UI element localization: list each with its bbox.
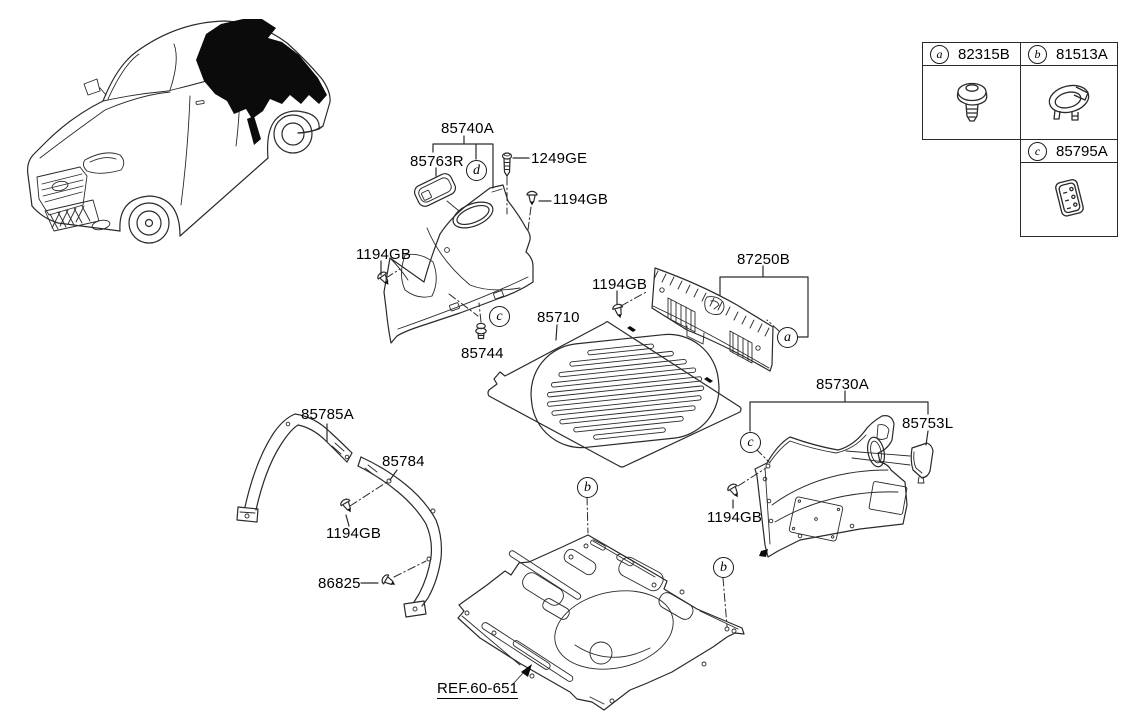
legend-part-82315B: 82315B [958,45,1010,63]
luggage-mat-85710 [487,321,742,468]
part-label-85785A: 85785A [301,406,354,423]
callout-b: b [713,557,734,578]
part-label-85744: 85744 [461,345,504,362]
clip-85744-icon [475,322,487,340]
clip-1194GB-icon [375,269,394,289]
callout-c: c [740,432,761,453]
part-label-1249GE: 1249GE [531,150,588,167]
part-label-1194GB: 1194GB [326,525,382,542]
clip-1194GB-icon [526,190,538,207]
part-label-1194GB: 1194GB [553,191,609,208]
part-label-85730A: 85730A [816,376,869,393]
legend-part-85795A: 85795A [1056,142,1108,160]
part-label-85740A: 85740A [441,120,494,137]
legend-letter-a: a [930,44,949,64]
part-label-85784: 85784 [382,453,425,470]
legend-cell-c: c 85795A [1020,139,1118,237]
ref-60-651-link[interactable]: REF.60-651 [437,680,519,699]
back-panel-trim-87250B [651,267,774,372]
part-label-85753L: 85753L [902,415,954,432]
trim-cover-85763R [413,173,460,212]
left-quarter-trim-85740A [383,184,534,344]
clip-1194GB-icon [611,302,626,321]
part-label-85763R: 85763R [410,153,464,170]
part-label-87250B: 87250B [737,251,790,268]
clip-1194GB-icon [338,496,356,516]
callout-a: a [777,327,798,348]
part-label-86825: 86825 [318,575,361,592]
screw-1249GE [501,152,513,177]
trunk-highlight [196,19,327,119]
car-illustration [26,19,331,244]
clip-86825-icon [379,572,399,590]
access-cover-85753L [845,442,934,484]
rear-floor-panel [457,534,745,711]
cover-cap-icon [1055,178,1084,217]
legend-letter-c: c [1028,141,1047,161]
leader-lines [326,135,929,584]
assembly-dash-lines [349,176,780,627]
luggage-hook-icon [1048,84,1090,121]
partition-trim-85784 [357,456,443,618]
callout-b: b [577,477,598,498]
legend-cell-b: b 81513A [1020,42,1118,140]
callout-d: d [466,160,487,181]
legend-part-81513A: 81513A [1056,45,1108,63]
part-label-1194GB: 1194GB [356,246,412,263]
push-clip-icon [956,82,987,122]
callout-c: c [489,306,510,327]
right-quarter-trim-85730A [754,415,908,558]
ref-arrow [511,664,532,686]
legend-cell-a: a 82315B [922,42,1021,140]
partition-trim-85785A [236,413,353,523]
legend-letter-b: b [1028,44,1047,64]
part-label-1194GB: 1194GB [707,509,763,526]
part-label-1194GB: 1194GB [592,276,648,293]
part-label-85710: 85710 [537,309,580,326]
